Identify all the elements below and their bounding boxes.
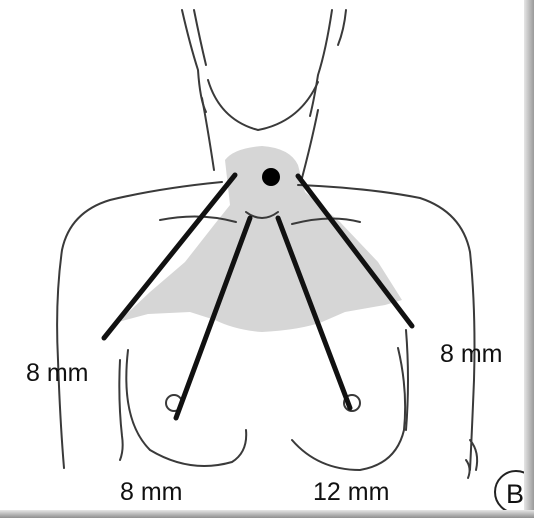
left-arm-inner — [119, 360, 122, 460]
bottom-edge-shadow — [0, 510, 534, 518]
hair-right-outline — [310, 10, 332, 116]
chin-outline — [208, 80, 318, 130]
hair-left-inner — [194, 10, 206, 65]
label-right-shoulder: 8 mm — [440, 342, 503, 367]
neck-right-outline — [302, 110, 318, 178]
label-left-breast: 8 mm — [120, 480, 183, 505]
label-left-shoulder: 8 mm — [26, 361, 89, 386]
right-arm-inner — [406, 330, 408, 430]
shaded-region — [118, 146, 402, 332]
neck-left-outline — [202, 98, 214, 170]
panel-letter: B — [506, 479, 524, 510]
label-right-breast: 12 mm — [313, 480, 389, 505]
hair-right-inner — [338, 10, 346, 45]
left-breast-outline — [126, 350, 246, 466]
source-point — [262, 168, 280, 186]
hair-left-outline — [182, 10, 206, 112]
right-edge-shadow — [524, 0, 534, 518]
